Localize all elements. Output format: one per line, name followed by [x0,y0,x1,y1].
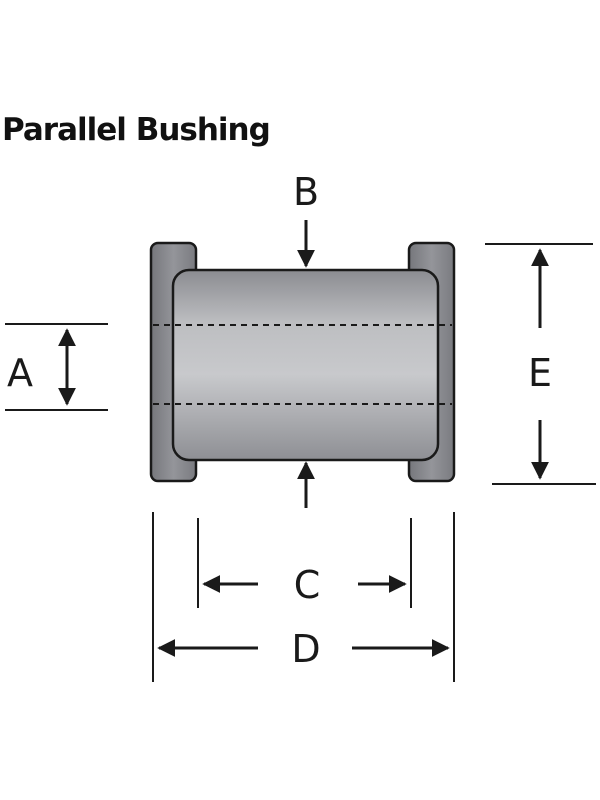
dimension-c [197,518,412,608]
diagram-title: Parallel Bushing [2,112,271,148]
dimension-d [152,512,455,682]
dimension-e [485,243,596,485]
label-b: B [293,170,319,214]
label-e: E [528,351,552,395]
label-d: D [291,627,320,671]
dimension-a [5,323,108,411]
label-c: C [294,563,321,607]
bushing-body [171,268,440,462]
label-a: A [7,351,33,395]
